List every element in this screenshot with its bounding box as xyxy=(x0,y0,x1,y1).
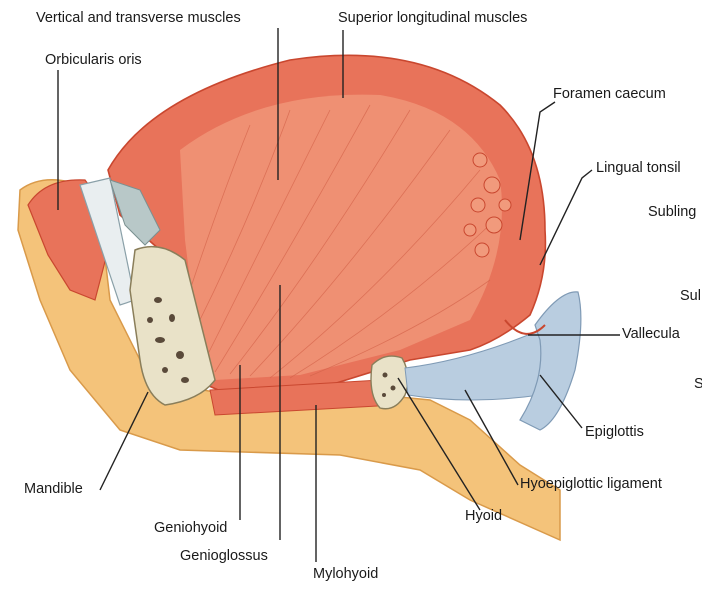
label-vallecula: Vallecula xyxy=(622,326,680,343)
label-geniohyoid: Geniohyoid xyxy=(154,520,227,537)
label-epiglottis: Epiglottis xyxy=(585,424,644,441)
label-lingual-tonsil: Lingual tonsil xyxy=(596,160,681,177)
label-sub-cut: Sul xyxy=(680,288,701,305)
label-genioglossus: Genioglossus xyxy=(180,548,268,565)
label-superior-longitudinal-muscles: Superior longitudinal muscles xyxy=(338,10,527,27)
label-s-cut: S xyxy=(694,376,702,393)
label-mylohyoid: Mylohyoid xyxy=(313,566,378,583)
label-sublingual-cut: Subling xyxy=(648,204,696,221)
label-hyoepiglottic-ligament: Hyoepiglottic ligament xyxy=(520,476,662,493)
label-orbicularis-oris: Orbicularis oris xyxy=(45,52,142,69)
label-foramen-caecum: Foramen caecum xyxy=(553,86,666,103)
label-vertical-transverse-muscles: Vertical and transverse muscles xyxy=(36,10,241,27)
label-hyoid: Hyoid xyxy=(465,508,502,525)
label-mandible: Mandible xyxy=(24,481,83,498)
